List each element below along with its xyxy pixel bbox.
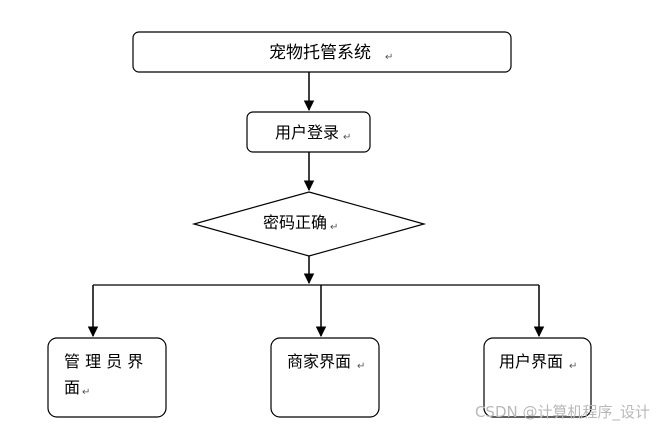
node-user: 用户界面 ↵ [483, 337, 592, 418]
node-check: 密码正确 ↵ [191, 191, 427, 257]
node-admin-line1: 管 理 员 界 [64, 352, 143, 371]
node-check-mark: ↵ [330, 222, 338, 233]
watermark: CSDN @计算机程序_设计 [475, 403, 650, 422]
node-check-label: 密码正确 [263, 213, 327, 232]
node-user-label: 用户界面 [499, 352, 563, 371]
node-merchant-mark: ↵ [357, 361, 365, 372]
node-title-mark: ↵ [385, 52, 393, 63]
node-login-label: 用户登录 [275, 123, 339, 142]
node-merchant-label: 商家界面 [287, 352, 351, 371]
node-user-mark: ↵ [569, 361, 577, 372]
node-title: 宠物托管系统 ↵ [132, 31, 512, 73]
node-admin-mark: ↵ [82, 387, 90, 398]
node-login: 用户登录 ↵ [246, 111, 371, 153]
node-admin: 管 理 员 界 面 ↵ [47, 337, 167, 418]
node-merchant: 商家界面 ↵ [270, 337, 380, 418]
node-title-label: 宠物托管系统 [269, 43, 371, 63]
node-login-mark: ↵ [343, 132, 351, 143]
node-admin-line2: 面 [64, 378, 80, 397]
